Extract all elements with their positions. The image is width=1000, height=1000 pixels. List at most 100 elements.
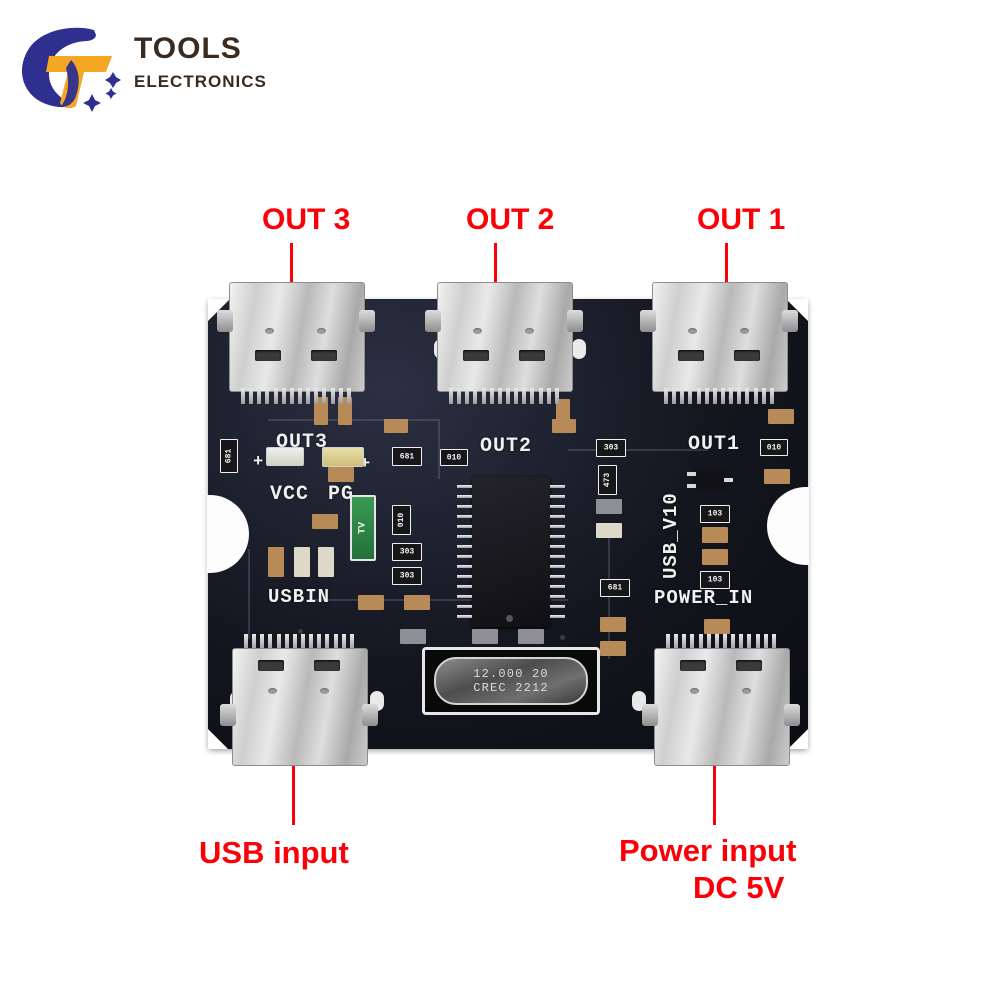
usbc-pin	[763, 634, 768, 650]
usbc-pin	[333, 634, 338, 650]
resistor-010-a: 010	[440, 449, 468, 466]
resistor-marking: 010	[766, 443, 782, 452]
usbc-pin-row	[241, 388, 351, 404]
ic-leg	[457, 495, 472, 498]
ic-leg	[457, 485, 472, 488]
usbc-pin	[753, 388, 758, 404]
ic-leg	[550, 555, 565, 558]
pcb-trace	[568, 449, 708, 451]
usbc-pin	[473, 388, 478, 404]
ic-leg	[457, 505, 472, 508]
ic-leg	[457, 515, 472, 518]
usbc-dimple	[268, 688, 277, 694]
ic-leg	[457, 545, 472, 548]
usbc-latch-slot	[463, 350, 489, 361]
usbc-pin	[554, 388, 559, 404]
resistor-010-c: 010	[760, 439, 788, 456]
silk-out1: OUT1	[688, 433, 741, 456]
usbc-pin	[505, 388, 510, 404]
usbc-pin	[292, 634, 297, 650]
chip-capacitor	[268, 547, 284, 577]
usbc-pin	[289, 388, 294, 404]
usbc-pin	[338, 388, 343, 404]
usbc-shell	[437, 282, 573, 392]
usbc-connector-power-in[interactable]	[642, 634, 800, 766]
usbc-dimple	[317, 328, 326, 334]
resistor-473: 473	[598, 465, 617, 495]
usbc-pin	[257, 388, 262, 404]
usbc-connector-usbin[interactable]	[220, 634, 378, 766]
usbc-pin	[522, 388, 527, 404]
usbc-pin	[349, 634, 354, 650]
usbc-pin	[690, 634, 695, 650]
usbc-pin	[465, 388, 470, 404]
resistor-303-a: 303	[392, 543, 422, 561]
usbc-latch-slot	[678, 350, 704, 361]
ic-leg	[457, 615, 472, 618]
board-notch-left	[207, 495, 249, 573]
resistor-marking: 681	[224, 448, 234, 464]
usbc-pin	[737, 388, 742, 404]
tvs-diode: TV	[350, 495, 376, 561]
ic-leg	[457, 605, 472, 608]
ic-pin1-dot	[506, 615, 513, 622]
usbc-latch-slot	[734, 350, 760, 361]
chip-capacitor	[318, 547, 334, 577]
callout-label-usb-input: USB input	[199, 835, 349, 870]
usbc-connector-out3[interactable]	[217, 282, 375, 404]
usbc-shell	[654, 648, 790, 766]
pcb-trace	[438, 419, 440, 479]
resistor-marking: 303	[603, 443, 619, 453]
tvs-marking: TV	[357, 521, 369, 535]
usbc-mount-pad	[784, 704, 800, 726]
usbc-pin	[514, 388, 519, 404]
silk-power-in: POWER_IN	[654, 587, 754, 609]
usbc-mount-pad	[567, 310, 583, 332]
usbc-pin-row	[244, 634, 354, 650]
usbc-mount-pad	[640, 310, 656, 332]
usbc-connector-out1[interactable]	[640, 282, 798, 404]
usbc-pin	[481, 388, 486, 404]
chip-capacitor	[400, 629, 426, 644]
usbc-pin	[745, 388, 750, 404]
logo-title: TOOLS	[134, 32, 242, 65]
usbc-pin	[731, 634, 736, 650]
ic-leg	[550, 535, 565, 538]
usbc-latch-slot	[311, 350, 337, 361]
ic-leg	[457, 595, 472, 598]
usbc-pin	[729, 388, 734, 404]
sot-pin	[687, 484, 696, 488]
resistor-303-c: 303	[596, 439, 626, 457]
usbc-pin	[680, 388, 685, 404]
chip-capacitor	[472, 629, 498, 644]
chip-capacitor	[702, 549, 728, 565]
usbc-latch-slot	[680, 660, 706, 671]
logo-subtitle: ELECTRONICS	[134, 72, 267, 91]
usbc-pin	[771, 634, 776, 650]
usbc-pin	[698, 634, 703, 650]
sot23-transistor	[687, 469, 733, 491]
usbc-pin	[281, 388, 286, 404]
chip-capacitor	[556, 399, 570, 425]
usbc-pin	[341, 634, 346, 650]
usbc-pin	[530, 388, 535, 404]
chip-capacitor	[600, 641, 626, 656]
callout-label-power-input: Power input	[619, 833, 797, 868]
usbc-pin	[244, 634, 248, 650]
ic-leg	[457, 555, 472, 558]
resistor-marking: 303	[399, 571, 415, 581]
board-chamfer-bottom-right	[788, 729, 808, 749]
usbc-connector-out2[interactable]	[425, 282, 583, 404]
usbc-mount-pad	[362, 704, 378, 726]
led-pg	[322, 447, 364, 467]
usbc-mount-pad	[642, 704, 658, 726]
usbc-shell	[232, 648, 368, 766]
chip-capacitor	[404, 595, 430, 610]
logo-mark-icon	[21, 27, 121, 112]
ic-leg	[550, 545, 565, 548]
led-vcc	[266, 447, 304, 466]
chip-capacitor	[384, 419, 408, 433]
usbc-pin	[297, 388, 302, 404]
usbc-pin	[674, 634, 679, 650]
usbc-pin	[322, 388, 327, 404]
